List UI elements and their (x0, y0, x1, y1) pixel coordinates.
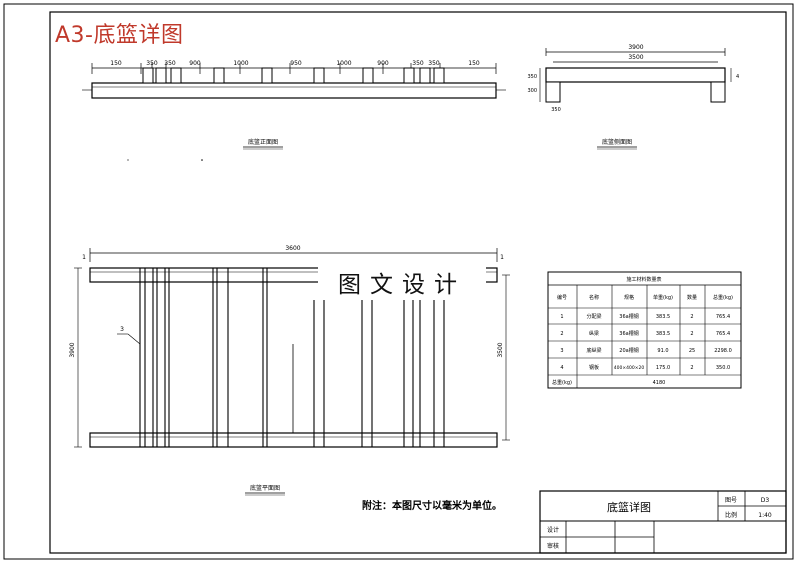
front-dim-1: 150 (110, 60, 122, 67)
plan-label-callout: 3 (120, 326, 124, 333)
side-dim-left-a: 350 (527, 74, 537, 80)
front-dim-8: 900 (377, 60, 389, 67)
outer-frame (3, 3, 794, 560)
title-block: 底篮详图 图号 D3 比例 1:40 设计 审核 (539, 490, 787, 554)
svg-text:底纵梁: 底纵梁 (586, 347, 601, 354)
svg-text:383.5: 383.5 (656, 314, 670, 320)
svg-text:36a槽钢: 36a槽钢 (619, 313, 638, 320)
title-designer-label: 设计 (547, 526, 559, 534)
front-beam (91, 82, 497, 99)
svg-text:分配梁: 分配梁 (586, 313, 601, 320)
table-row: 4 钢板 400×400×20 175.0 2 350.0 (560, 364, 730, 371)
table-header-2: 规格 (624, 294, 634, 301)
table-total-label: 总重(kg) (552, 379, 572, 386)
plan-label-top-right: 1 (500, 254, 504, 261)
front-dim-5: 1000 (233, 60, 248, 67)
side-beam (545, 67, 726, 83)
svg-text:91.0: 91.0 (657, 348, 668, 354)
plan-longitudinal-members (139, 268, 445, 447)
table-header-4: 数量 (687, 294, 697, 301)
title-number-label: 图号 (725, 497, 737, 504)
svg-text:400×400×20: 400×400×20 (614, 365, 645, 371)
title-number-value: D3 (761, 497, 770, 504)
plan-dim-height-left: 3900 (69, 342, 76, 357)
svg-text:2: 2 (690, 314, 693, 320)
plan-label-top-left: 1 (82, 254, 86, 261)
table-title: 施工材料数量表 (626, 276, 661, 283)
svg-text:钢板: 钢板 (589, 364, 599, 371)
side-view: 3900 3500 350 300 350 4 底篮侧面图 (527, 44, 739, 150)
table-header-1: 名称 (589, 294, 599, 301)
plan-view-caption: 底篮平面图 (250, 484, 280, 492)
title-scale-label: 比例 (725, 511, 737, 519)
table-header-0: 编号 (557, 294, 567, 301)
front-dim-7: 1000 (336, 60, 351, 67)
drawing-note: 附注：本图尺寸以毫米为单位。 (362, 501, 502, 512)
material-table: 施工材料数量表 编号 名称 规格 单重(kg) 数量 总重(kg) 1 分配梁 … (547, 271, 742, 389)
table-header-3: 单重(kg) (653, 294, 673, 301)
svg-text:1: 1 (560, 314, 563, 320)
front-posts (142, 67, 445, 84)
front-view-caption: 底篮正面图 (248, 138, 278, 146)
plan-dim-width: 3600 (285, 245, 300, 252)
title-drawing-name: 底篮详图 (607, 500, 651, 514)
front-dim-11: 150 (468, 60, 480, 67)
front-dim-10: 350 (428, 60, 440, 67)
side-dim-left-b: 300 (527, 88, 537, 94)
table-total-value: 4180 (653, 380, 666, 386)
svg-text:36a槽钢: 36a槽钢 (619, 330, 638, 337)
front-dim-6: 950 (290, 60, 302, 67)
side-dim-inner: 3500 (628, 54, 643, 61)
table-row: 1 分配梁 36a槽钢 383.5 2 765.4 (560, 313, 730, 320)
svg-text:383.5: 383.5 (656, 331, 670, 337)
table-row: 2 纵梁 36a槽钢 383.5 2 765.4 (560, 330, 730, 337)
svg-text:2: 2 (690, 331, 693, 337)
title-checker-label: 审核 (547, 542, 559, 550)
front-view: 150 350 350 900 1000 950 1000 900 350 35… (82, 60, 506, 150)
svg-text:纵梁: 纵梁 (589, 330, 599, 337)
plan-top-beam (89, 267, 498, 283)
svg-text:2: 2 (690, 365, 693, 371)
front-dim-9: 350 (412, 60, 424, 67)
front-dim-3: 350 (164, 60, 176, 67)
inner-frame (49, 11, 787, 554)
svg-text:20a槽钢: 20a槽钢 (619, 347, 638, 354)
front-dim-4: 900 (189, 60, 201, 67)
svg-text:25: 25 (689, 348, 695, 354)
svg-text:765.4: 765.4 (716, 331, 730, 337)
table-header-5: 总重(kg) (713, 294, 733, 301)
side-dim-overall: 3900 (628, 44, 643, 51)
table-row: 3 底纵梁 20a槽钢 91.0 25 2298.0 (560, 347, 731, 354)
plan-view: 3600 (69, 245, 510, 496)
svg-text:175.0: 175.0 (656, 365, 670, 371)
watermark: 图文设计 (318, 264, 486, 300)
svg-text:765.4: 765.4 (716, 314, 730, 320)
side-view-caption: 底篮侧面图 (602, 138, 632, 146)
plan-bottom-beam (89, 432, 498, 448)
side-dim-right: 4 (736, 74, 739, 80)
front-dim-2: 350 (146, 60, 158, 67)
plan-dim-height-right: 3500 (497, 342, 504, 357)
title-scale-value: 1:40 (758, 512, 772, 519)
svg-text:2: 2 (560, 331, 563, 337)
side-dim-bottom: 350 (551, 107, 561, 113)
svg-text:3: 3 (560, 348, 563, 354)
svg-text:4: 4 (560, 365, 563, 371)
sheet-title: A3-底篮详图 (55, 23, 184, 48)
svg-text:350.0: 350.0 (716, 365, 730, 371)
svg-text:2298.0: 2298.0 (714, 348, 732, 354)
